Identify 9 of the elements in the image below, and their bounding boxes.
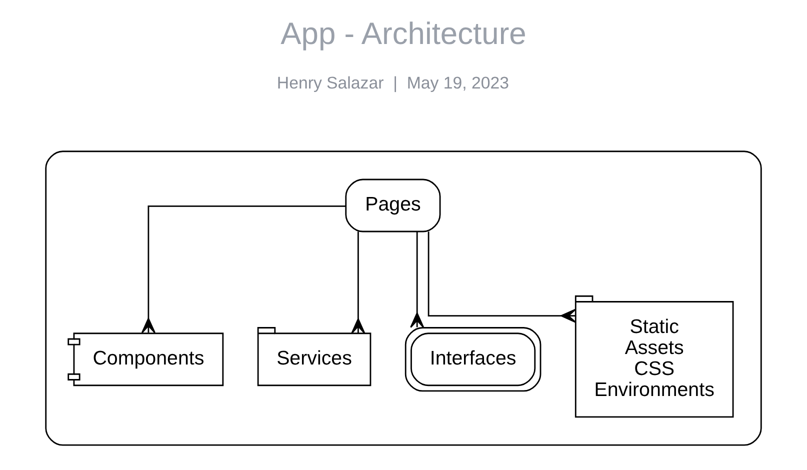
connector [141,205,346,334]
connector [410,232,424,328]
node-box: Interfaces [404,327,542,392]
connector [428,232,576,323]
cluster [45,150,762,446]
node-box: Pages [345,178,441,232]
label: Henry Salazar | May 19, 2023 [276,73,510,92]
connector [351,232,366,334]
diagram-title: App - Architecture [280,16,526,52]
